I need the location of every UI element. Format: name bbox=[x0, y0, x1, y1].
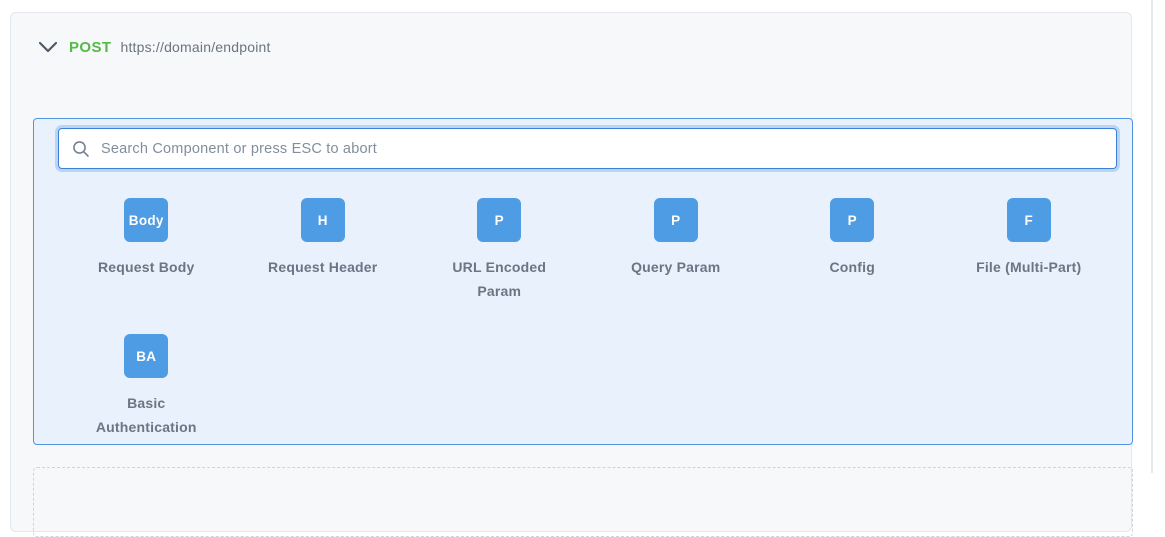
component-badge: P bbox=[830, 198, 875, 242]
component-badge: F bbox=[1006, 198, 1051, 242]
component-badge: Body bbox=[124, 198, 169, 242]
component-item-config[interactable]: P Config bbox=[764, 198, 941, 303]
chevron-down-icon bbox=[38, 40, 58, 54]
component-badge: P bbox=[477, 198, 522, 242]
component-item-request-header[interactable]: H Request Header bbox=[235, 198, 412, 303]
component-badge: H bbox=[300, 198, 345, 242]
pane-divider bbox=[1151, 0, 1153, 473]
component-label: Request Body bbox=[97, 259, 195, 275]
component-search-input[interactable] bbox=[101, 140, 1103, 157]
component-badge: P bbox=[653, 198, 698, 242]
component-label: Request Header bbox=[268, 259, 378, 275]
component-picker-panel: Body Request Body H Request Header P URL… bbox=[33, 118, 1133, 445]
component-label: Config bbox=[829, 259, 876, 275]
component-item-file-multi-part[interactable]: F File (Multi-Part) bbox=[941, 198, 1118, 303]
search-icon bbox=[72, 140, 90, 158]
component-item-query-param[interactable]: P Query Param bbox=[588, 198, 765, 303]
component-search-box[interactable] bbox=[58, 128, 1117, 169]
collapse-toggle[interactable] bbox=[37, 37, 59, 57]
component-label: URL Encoded Param bbox=[452, 259, 547, 299]
component-item-request-body[interactable]: Body Request Body bbox=[58, 198, 235, 303]
endpoint-url: https://domain/endpoint bbox=[120, 39, 271, 55]
component-item-basic-authentication[interactable]: BA Basic Authentication bbox=[58, 334, 235, 439]
component-label: Query Param bbox=[631, 259, 721, 275]
component-label: Basic Authentication bbox=[95, 395, 197, 435]
request-header-row: POST https://domain/endpoint bbox=[37, 37, 271, 57]
component-label: File (Multi-Part) bbox=[976, 259, 1082, 275]
flow-drop-zone[interactable] bbox=[33, 467, 1133, 537]
http-method-badge: POST bbox=[69, 38, 112, 56]
component-badge: BA bbox=[124, 334, 169, 378]
component-grid: Body Request Body H Request Header P URL… bbox=[58, 198, 1117, 439]
request-panel: POST https://domain/endpoint Body Reques… bbox=[10, 12, 1133, 537]
component-item-url-encoded-param[interactable]: P URL Encoded Param bbox=[411, 198, 588, 303]
